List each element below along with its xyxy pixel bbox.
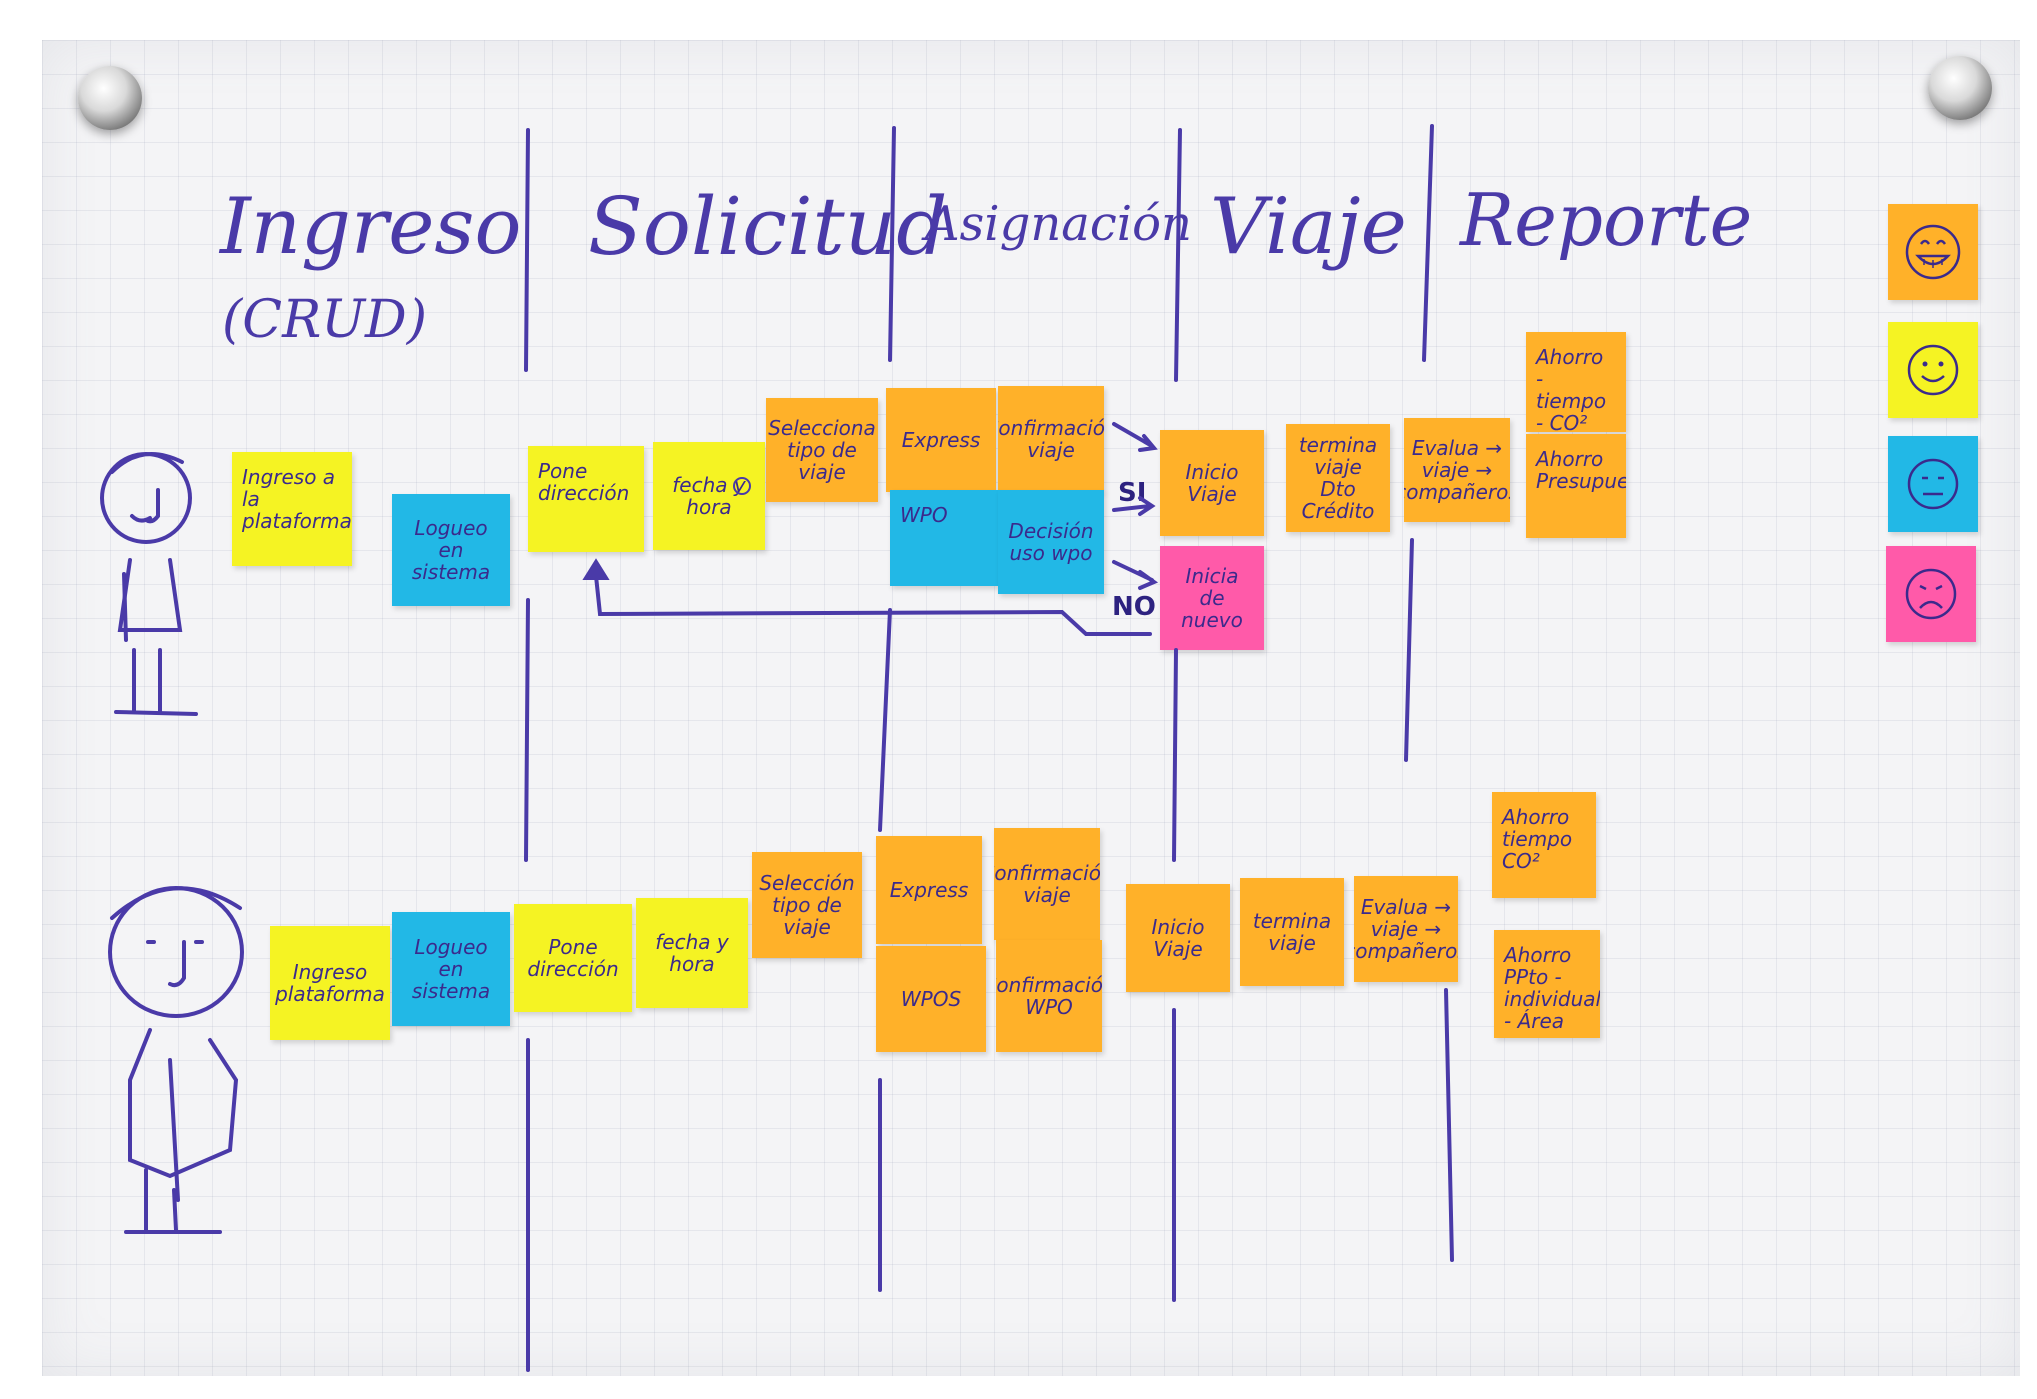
magnet-top-right <box>1928 56 1992 120</box>
sticky-row2-ingreso: Ingreso plataforma <box>270 926 390 1040</box>
sticky-row1-termina: termina viaje Dto Crédito <box>1286 424 1390 532</box>
sticky-row2-tipo: Selección tipo de viaje <box>752 852 862 958</box>
sticky-row2-fecha: fecha y hora <box>636 898 748 1008</box>
column-title-solicitud: Solicitud <box>588 180 948 273</box>
legend-smiling <box>1888 322 1978 418</box>
sticky-row2-logueo: Logueo en sistema <box>392 912 510 1026</box>
sticky-row2-confwpo: Confirmación WPO <box>996 940 1102 1052</box>
label-no: NO <box>1112 592 1156 622</box>
sticky-row1-wpo: WPO <box>890 490 998 586</box>
column-title-ingreso: Ingreso <box>220 182 522 272</box>
sticky-row2-ahorro2: Ahorro PPto - individual - Área <box>1494 930 1600 1038</box>
sticky-row1-decision: Decisión uso wpo <box>998 490 1104 594</box>
sticky-row2-inicio: Inicio Viaje <box>1126 884 1230 992</box>
legend-laughing <box>1888 204 1978 300</box>
sticky-row2-express: Express <box>876 836 982 944</box>
sticky-row1-ahorro1: Ahorro - tiempo - CO² <box>1526 332 1626 432</box>
smiling-face-icon <box>1907 344 1959 396</box>
column-title-asignacion: Asignación <box>925 196 1192 252</box>
neutral-face-icon <box>1907 458 1959 510</box>
magnet-top-left <box>78 66 142 130</box>
sticky-row2-evalua: Evalua → viaje → compañeros <box>1354 876 1458 982</box>
sticky-row1-nuevo: Inicia de nuevo <box>1160 546 1264 650</box>
column-title-viaje: Viaje <box>1210 182 1407 272</box>
label-si: SI <box>1118 478 1147 508</box>
sticky-row1-confirmacion: Confirmación viaje <box>998 386 1104 492</box>
sticky-row2-ahorro1: Ahorro tiempo CO² <box>1492 792 1596 898</box>
sticky-row2-wpos: WPOS <box>876 946 986 1052</box>
sticky-row1-evalua: Evalua → viaje → compañeros <box>1404 418 1510 522</box>
sticky-row1-tipo: Selecciona tipo de viaje <box>766 398 878 502</box>
laughing-face-icon <box>1905 224 1961 280</box>
sticky-row2-direccion: Pone dirección <box>514 904 632 1012</box>
sticky-row1-logueo: Logueo en sistema <box>392 494 510 606</box>
sad-face-icon <box>1905 568 1957 620</box>
sticky-row1-direccion: Pone dirección <box>528 446 644 552</box>
sticky-row1-fecha: fecha y hora <box>653 442 765 550</box>
sticky-row1-ingreso: Ingreso a la plataforma <box>232 452 352 566</box>
sticky-row2-termina: termina viaje <box>1240 878 1344 986</box>
sticky-row1-express: Express <box>886 388 996 492</box>
column-subtitle-crud: (CRUD) <box>222 290 428 350</box>
sticky-row2-confirmacion: Confirmación viaje <box>994 828 1100 940</box>
legend-neutral <box>1888 436 1978 532</box>
column-title-reporte: Reporte <box>1460 178 1753 262</box>
legend-sad <box>1886 546 1976 642</box>
sticky-row1-ahorro2: Ahorro Presupuesto <box>1526 434 1626 538</box>
whiteboard <box>42 40 2020 1376</box>
sticky-row1-inicio: Inicio Viaje <box>1160 430 1264 536</box>
